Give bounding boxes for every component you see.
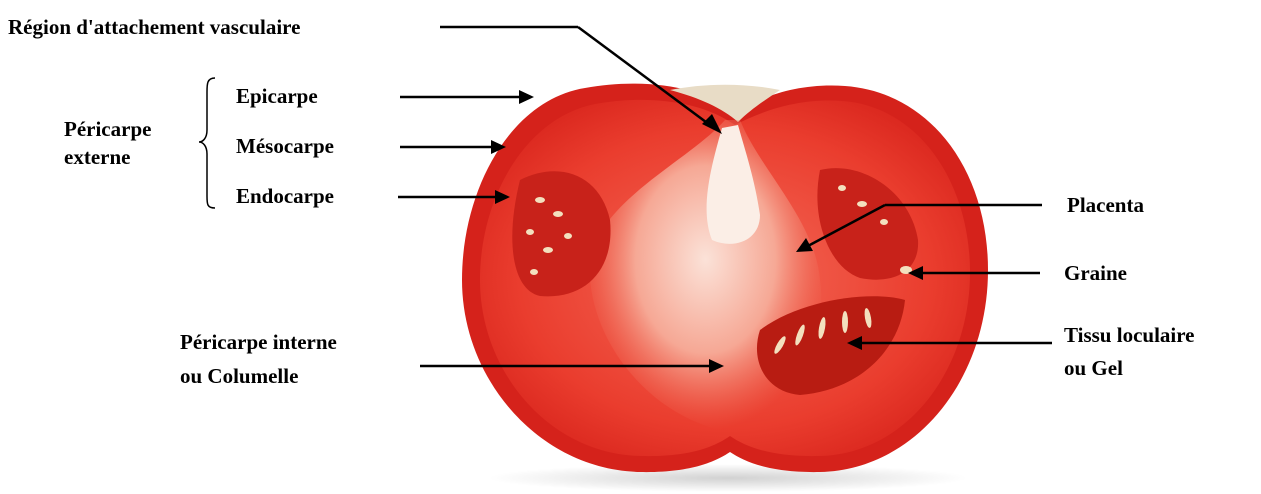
tomato-shadow (488, 464, 968, 492)
label-pericarp-internal-line1: Péricarpe interne (180, 329, 337, 355)
label-pericarp-external-line2: externe (64, 144, 130, 170)
label-endocarp: Endocarpe (236, 183, 334, 209)
label-pericarp-external-line1: Péricarpe (64, 116, 151, 142)
label-locular-tissue-line1: Tissu loculaire (1064, 322, 1195, 348)
label-locular-tissue-line2: ou Gel (1064, 355, 1123, 381)
label-placenta: Placenta (1067, 192, 1144, 218)
label-epicarp: Epicarpe (236, 83, 318, 109)
label-vascular-region: Région d'attachement vasculaire (8, 14, 300, 40)
label-pericarp-internal-line2: ou Columelle (180, 363, 298, 389)
bracket (199, 78, 215, 208)
label-mesocarp: Mésocarpe (236, 133, 334, 159)
arrow-epicarp (519, 90, 534, 104)
label-seed: Graine (1064, 260, 1127, 286)
